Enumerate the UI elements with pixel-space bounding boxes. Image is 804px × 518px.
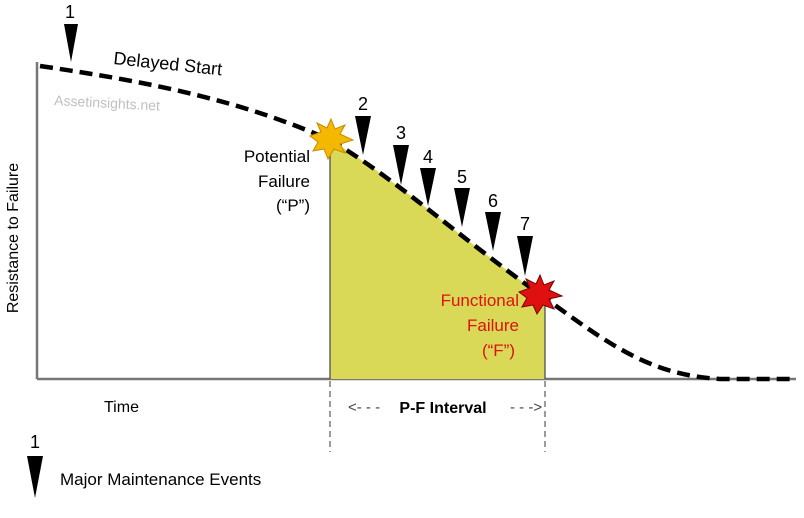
event-marker-2 (355, 116, 371, 155)
event-marker-6 (485, 212, 501, 251)
event-marker-5 (454, 188, 470, 227)
potential-failure-label-line2: Failure (258, 172, 310, 191)
potential-failure-label-line1: Potential (244, 147, 310, 166)
legend-marker (27, 456, 43, 498)
curve-label: Delayed Start (113, 48, 224, 79)
functional-failure-label-line1: Functional (441, 291, 519, 310)
y-axis-label: Resistance to Failure (5, 163, 22, 313)
event-marker-7 (517, 236, 533, 276)
functional-failure-burst (517, 273, 564, 316)
event-number-7: 7 (520, 214, 530, 234)
event-number-4: 4 (423, 147, 433, 167)
event-number-3: 3 (396, 123, 406, 143)
pf-interval-label: P-F Interval (399, 400, 486, 417)
event-marker-1 (64, 24, 78, 62)
event-number-6: 6 (488, 191, 498, 211)
legend-label: Major Maintenance Events (60, 470, 261, 489)
functional-failure-label-line2: Failure (467, 316, 519, 335)
potential-failure-label-line3: (“P”) (276, 196, 310, 215)
event-number-2: 2 (358, 94, 368, 114)
potential-failure-burst (308, 117, 355, 161)
pf-interval-area (330, 140, 545, 379)
watermark: Assetinsights.net (54, 92, 161, 114)
event-marker-3 (393, 145, 409, 185)
event-marker-4 (420, 168, 436, 206)
pf-interval-left-arrow: <- - - (348, 399, 380, 416)
pf-interval-right-arrow: - - -> (510, 399, 542, 416)
functional-failure-label-line3: (“F”) (482, 341, 515, 360)
x-axis-label: Time (104, 399, 139, 416)
legend-marker-number: 1 (30, 432, 40, 452)
event-number-1: 1 (65, 2, 75, 22)
event-number-5: 5 (457, 167, 467, 187)
degradation-curve (39, 63, 796, 382)
